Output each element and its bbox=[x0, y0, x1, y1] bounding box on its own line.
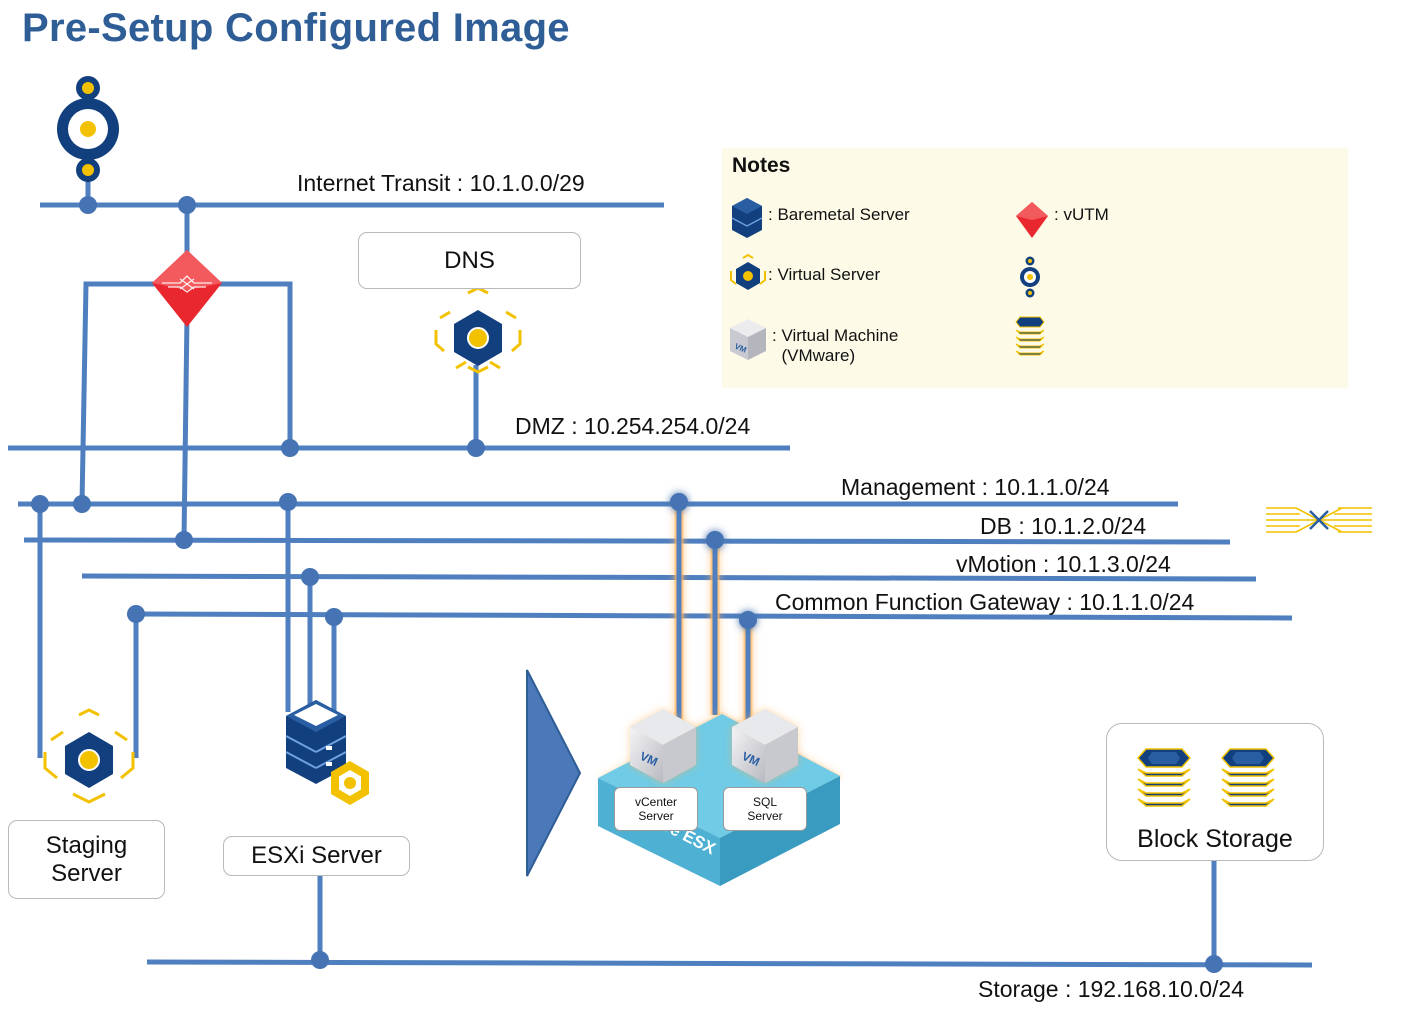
staging-virtual-server-icon bbox=[43, 708, 135, 804]
storage-label: Storage : 192.168.10.0/24 bbox=[978, 976, 1244, 1002]
notes-gateway-icon bbox=[1020, 256, 1040, 298]
connection-dots bbox=[31, 196, 1223, 973]
router-icon bbox=[1266, 507, 1372, 533]
svg-text:VM: VM bbox=[740, 749, 762, 769]
staging-server-label: Staging Server bbox=[8, 820, 165, 899]
management-label: Management : 10.1.1.0/24 bbox=[841, 474, 1110, 500]
arrow-shape bbox=[526, 669, 582, 877]
vmotion-line bbox=[81, 573, 1257, 582]
internet-gateway-icon bbox=[57, 76, 119, 182]
notes-virtual-server-label: : Virtual Server bbox=[768, 265, 881, 284]
esxi-server-label: ESXi Server bbox=[223, 836, 410, 876]
dmz-label: DMZ : 10.254.254.0/24 bbox=[515, 413, 751, 439]
sql-server-label: SQL Server bbox=[723, 787, 807, 831]
vcenter-server-label: vCenter Server bbox=[614, 787, 698, 831]
block-storage-icons bbox=[1136, 748, 1276, 807]
vutm-icon bbox=[152, 250, 222, 327]
notes-panel: Notes : Baremetal Server : vUTM : Virtua… bbox=[722, 148, 1348, 388]
notes-baremetal-icon bbox=[731, 198, 763, 238]
block-storage-label: Block Storage bbox=[1137, 825, 1293, 853]
svg-text:VM: VM bbox=[638, 749, 660, 769]
baremetal-server-icon bbox=[285, 700, 347, 784]
db-label: DB : 10.1.2.0/24 bbox=[980, 513, 1147, 539]
storage-line bbox=[146, 959, 1313, 968]
dns-label: DNS bbox=[358, 232, 581, 289]
notes-vutm-label: : vUTM bbox=[1054, 205, 1109, 224]
esxi-virtual-badge-icon bbox=[331, 761, 369, 805]
internet-transit-label: Internet Transit : 10.1.0.0/29 bbox=[297, 170, 585, 196]
notes-virtual-machine-icon: VM bbox=[730, 319, 766, 360]
notes-vutm-icon bbox=[1016, 202, 1048, 238]
dns-virtual-server-icon bbox=[434, 286, 522, 374]
notes-baremetal-label: : Baremetal Server bbox=[768, 205, 910, 224]
page-title: Pre-Setup Configured Image bbox=[22, 6, 570, 50]
notes-virtual-server-icon bbox=[730, 254, 766, 290]
notes-block-storage-icon bbox=[1015, 316, 1045, 356]
db-line bbox=[23, 537, 1231, 545]
common-function-gateway-label: Common Function Gateway : 10.1.1.0/24 bbox=[775, 589, 1195, 615]
notes-title: Notes bbox=[732, 154, 791, 177]
vmotion-label: vMotion : 10.1.3.0/24 bbox=[956, 551, 1171, 577]
notes-virtual-machine-label: : Virtual Machine (VMware) bbox=[772, 326, 899, 365]
